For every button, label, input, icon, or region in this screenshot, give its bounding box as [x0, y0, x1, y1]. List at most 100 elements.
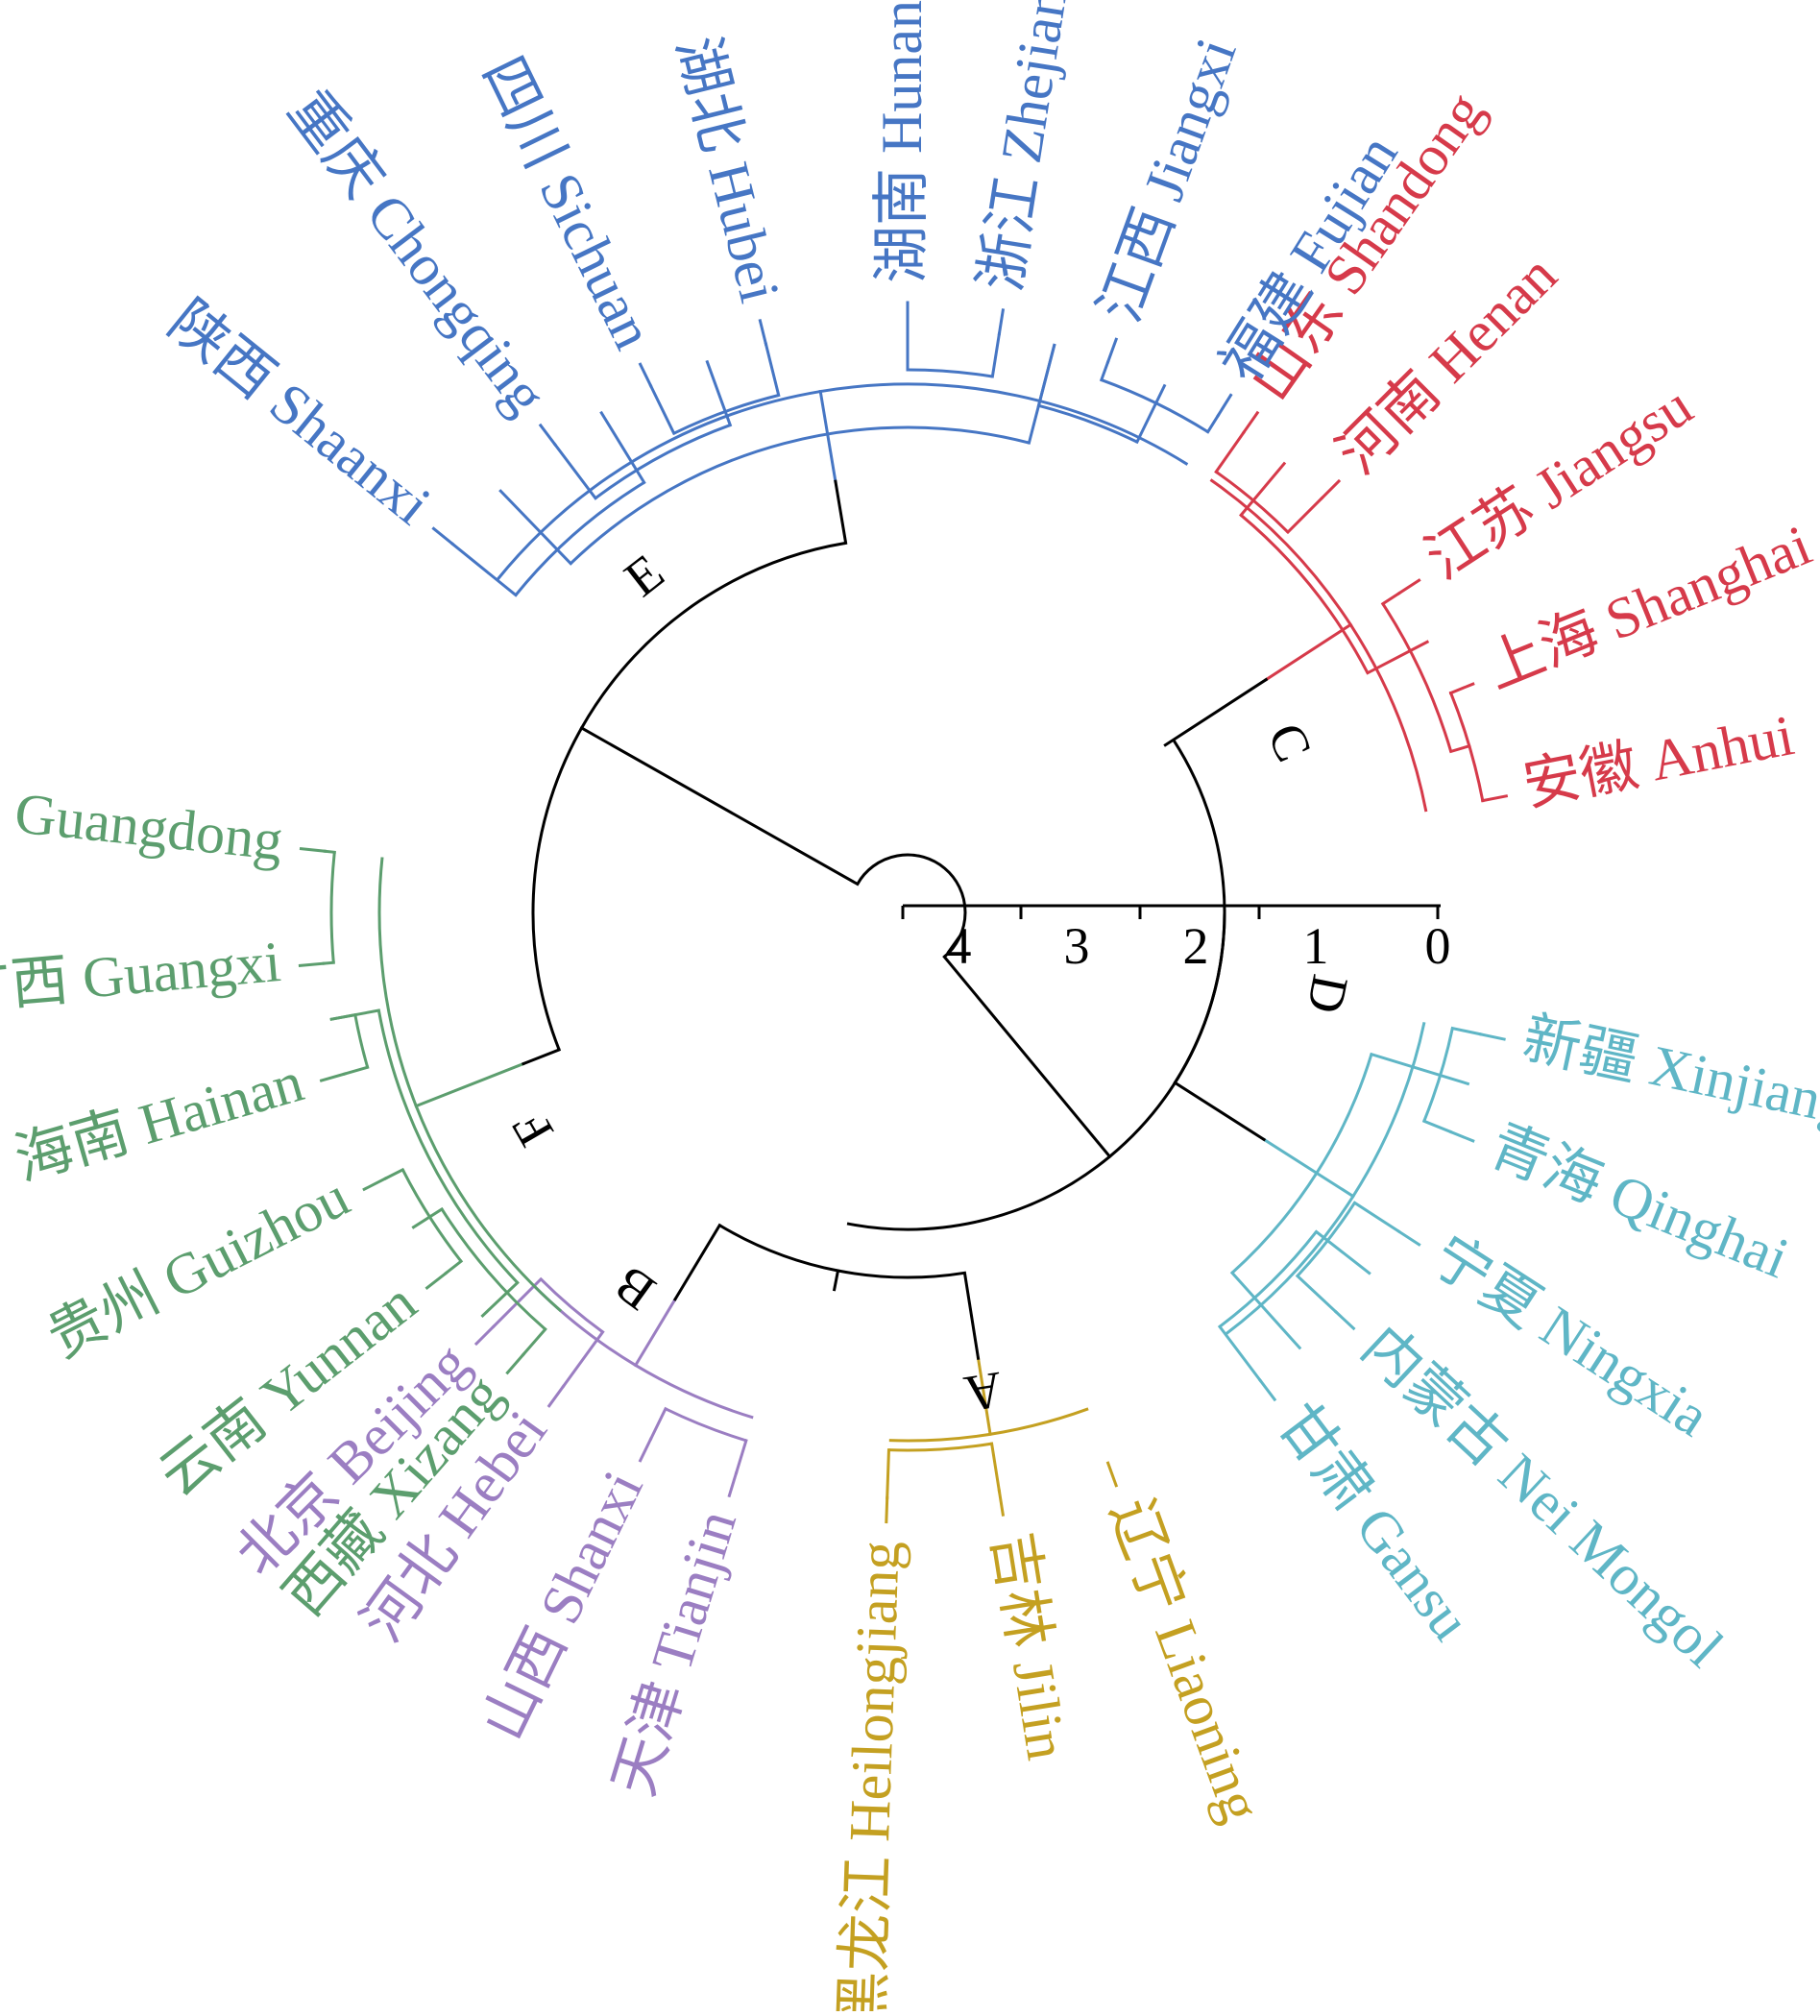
node-arc-C-3 [1240, 514, 1370, 674]
node-branch-D-2a [1314, 1229, 1371, 1275]
leaf-branch-E-2 [638, 362, 653, 388]
leaf-branch-F-0 [299, 846, 327, 853]
node-branch-B-1b [734, 1439, 748, 1475]
root-arc [856, 853, 967, 959]
node-branch-C-1b [1448, 743, 1471, 754]
node-branch-F-1b [342, 1065, 370, 1076]
node-branch-F-4a [329, 1008, 381, 1021]
node-branch-C-3a [1238, 461, 1287, 518]
node-branch-B-0b [561, 1329, 605, 1389]
node-arc-F-1 [353, 1014, 370, 1068]
backbone-arc-AB [718, 1224, 965, 1279]
node-arc-C-1 [1381, 602, 1453, 752]
leaf-branch-B-0 [473, 1324, 496, 1347]
leaf-label-C-3: 上海 Shanghai [1477, 513, 1820, 700]
leaf-label-A-0: 黑龙江 Heilongjiang [831, 1540, 911, 2011]
node-branch-D-3a [1370, 1052, 1470, 1086]
cluster-stem-A [976, 1356, 992, 1436]
node-branch-E-0b [1205, 413, 1221, 434]
leaf-branch-E-7 [1216, 393, 1233, 418]
leaf-label-D-1: 青海 Qinghai [1481, 1113, 1797, 1290]
leaf-branch-B-3 [727, 1470, 739, 1498]
backbone-D [1173, 1081, 1267, 1142]
node-branch-E-5b [599, 410, 646, 485]
backbone-B [672, 1223, 722, 1301]
scale-label-3: 3 [1064, 917, 1090, 975]
leaf-branch-E-6 [1105, 337, 1119, 364]
node-branch-E-3a [648, 383, 676, 436]
leaf-branch-D-0 [1478, 1032, 1506, 1041]
cluster-stem-B [633, 1297, 677, 1368]
leaf-branch-D-2 [1396, 1229, 1421, 1247]
backbone-arc-EF [531, 541, 846, 1051]
leaf-branch-E-5 [997, 308, 1006, 336]
leaf-label-C-2: 江苏 Jiangsu [1415, 374, 1703, 592]
cluster-label-E: E [614, 543, 674, 608]
node-branch-E-3b [764, 342, 781, 398]
node-arc-E-4 [595, 424, 731, 499]
leaf-label-E-5: 浙江 Zhejiang [969, 0, 1084, 295]
leaf-branch-C-0 [1241, 410, 1260, 435]
node-branch-C-2b [1285, 496, 1324, 535]
cluster-stem-C [1264, 622, 1353, 682]
backbone-C [1163, 677, 1269, 747]
node-branch-D-1b [1295, 1274, 1339, 1315]
leaf-branch-D-1 [1448, 1129, 1475, 1143]
leaf-branch-F-1 [298, 961, 326, 967]
node-branch-F-3b [521, 1326, 547, 1357]
leaf-branch-E-3 [758, 319, 768, 346]
node-branch-F-2b [444, 1259, 464, 1275]
node-branch-C-2a [1214, 430, 1246, 474]
node-branch-D-0a [1450, 1026, 1483, 1036]
cluster-stem-E [818, 389, 837, 483]
node-arc-E-1 [907, 368, 993, 378]
leaf-branch-B-2 [638, 1437, 653, 1463]
distance-scale: 4 3 2 1 0 [901, 904, 1451, 975]
leaf-branch-C-2 [1396, 578, 1421, 595]
leaf-branch-F-2 [319, 1072, 347, 1082]
leaf-label-C-4: 安徽 Anhui [1517, 703, 1798, 817]
leaf-label-F-1: 广西 Guangxi [0, 930, 283, 1022]
node-branch-E-6b [1027, 343, 1056, 445]
leaf-label-D-0: 新疆 Xinjiang [1517, 1007, 1820, 1137]
node-branch-D-3b [1229, 1271, 1302, 1350]
leaf-branch-F-4 [425, 1271, 449, 1291]
backbone-F [521, 1047, 562, 1066]
leaf-label-F-2: 海南 Hainan [8, 1050, 310, 1192]
node-branch-C-1a [1380, 591, 1401, 606]
scale-label-4: 4 [946, 917, 972, 975]
backbone-E [834, 479, 848, 546]
node-branch-D-1a [1352, 1201, 1401, 1234]
node-branch-F-0a [323, 849, 336, 854]
leaf-branch-E-0 [431, 526, 455, 547]
node-arc-E-2 [1038, 403, 1138, 444]
cluster-stem-F [414, 1061, 525, 1108]
node-arc-F-0 [329, 852, 336, 963]
leaf-label-E-0: 陕西 Shaanxi [158, 289, 443, 537]
cluster-label-D: D [1296, 970, 1359, 1018]
leaf-branch-C-3 [1448, 682, 1475, 695]
node-arc-E-5 [514, 481, 645, 596]
leaf-label-A-1: 吉林 Jilin [981, 1528, 1079, 1764]
leaf-branch-C-4 [1481, 794, 1509, 803]
node-branch-B-1a [648, 1406, 667, 1442]
leaf-branch-E-1 [538, 423, 557, 447]
leaf-label-E-3: 湖北 Hubei [665, 31, 791, 308]
backbone-AB-stem [832, 1269, 840, 1292]
node-arc-F-3 [440, 1208, 546, 1331]
leaf-branch-D-4 [1258, 1378, 1277, 1402]
node-branch-D-2b [1217, 1324, 1263, 1383]
node-branch-A-0a [886, 1448, 891, 1500]
node-arc-D-2 [1219, 1230, 1318, 1328]
backbone-arc-CD [1172, 739, 1226, 1084]
node-arc-B-1 [665, 1407, 747, 1443]
scale-label-2: 2 [1183, 917, 1209, 975]
node-arc-B-0 [540, 1277, 604, 1334]
backbone-A [962, 1271, 981, 1360]
leaf-label-E-4: 湖南 Hunan [870, 0, 934, 283]
leaf-branch-A-0 [885, 1496, 889, 1524]
leaf-branch-C-1 [1320, 478, 1342, 500]
root-branch-EF [579, 725, 860, 887]
